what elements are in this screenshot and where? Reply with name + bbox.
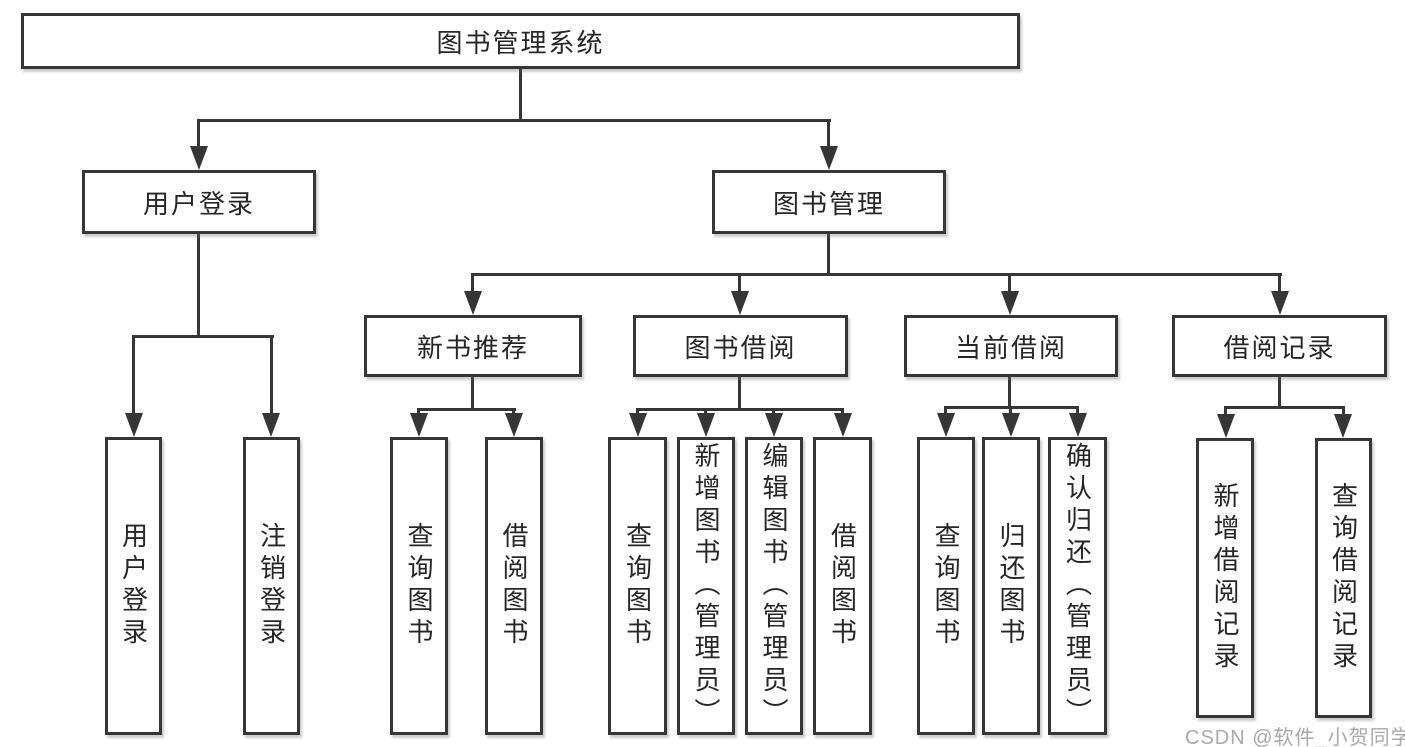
connector-line [841, 408, 844, 417]
connector-line [1008, 273, 1011, 295]
node-borrowing-records: 借阅记录 [1172, 315, 1387, 377]
connector-line [471, 273, 1282, 276]
arrowhead-down-icon [820, 146, 838, 170]
csdn-watermark: CSDN @软件_小贺同学 [1185, 727, 1405, 747]
arrowhead-down-icon [629, 413, 647, 437]
connector-line [512, 408, 515, 417]
connector-line [132, 335, 274, 338]
arrowhead-down-icon [190, 146, 208, 170]
connector-line [197, 233, 200, 335]
leaf-query-books-borrowing: 查询图书 [608, 437, 667, 735]
leaf-edit-book-admin: 编辑图书（管理员） [745, 437, 803, 735]
connector-line [636, 408, 844, 411]
connector-line [197, 119, 200, 152]
leaf-borrow-books: 借阅图书 [813, 437, 872, 735]
node-current-borrowing: 当前借阅 [904, 315, 1118, 377]
connector-line [1224, 406, 1345, 409]
leaf-return-books: 归还图书 [982, 437, 1040, 735]
connector-line [471, 377, 474, 408]
connector-line [1278, 273, 1281, 295]
leaf-add-borrow-record: 新增借阅记录 [1196, 438, 1254, 718]
arrowhead-down-icon [1271, 291, 1289, 315]
arrowhead-down-icon [834, 413, 852, 437]
connector-line [1008, 377, 1011, 406]
leaf-logout: 注销登录 [243, 437, 300, 735]
node-user-login: 用户登录 [82, 170, 316, 234]
connector-line [270, 335, 273, 421]
connector-line [827, 233, 830, 273]
arrowhead-down-icon [1002, 413, 1020, 437]
connector-line [738, 377, 741, 408]
connector-line [738, 273, 741, 295]
arrowhead-down-icon [937, 413, 955, 437]
arrowhead-down-icon [464, 291, 482, 315]
node-library-management-system: 图书管理系统 [21, 13, 1020, 69]
connector-line [471, 273, 474, 295]
connector-line [417, 408, 420, 417]
connector-line [704, 408, 707, 417]
arrowhead-down-icon [125, 413, 143, 437]
leaf-confirm-return-admin: 确认归还（管理员） [1048, 437, 1107, 735]
arrowhead-down-icon [410, 413, 428, 437]
connector-line [417, 408, 516, 411]
connector-line [519, 69, 522, 119]
connector-line [772, 408, 775, 417]
connector-line [944, 406, 947, 417]
arrowhead-down-icon [765, 413, 783, 437]
arrowhead-down-icon [262, 413, 280, 437]
node-new-book-recommendation: 新书推荐 [364, 315, 582, 377]
arrowhead-down-icon [1217, 414, 1235, 438]
connector-line [1076, 406, 1079, 417]
arrowhead-down-icon [505, 413, 523, 437]
leaf-borrow-books-recommend: 借阅图书 [485, 437, 543, 735]
arrowhead-down-icon [1001, 291, 1019, 315]
node-book-management: 图书管理 [712, 170, 946, 234]
leaf-query-books-recommend: 查询图书 [390, 437, 448, 735]
connector-line [1278, 377, 1281, 406]
arrowhead-down-icon [731, 291, 749, 315]
leaf-query-borrow-record: 查询借阅记录 [1315, 438, 1372, 718]
arrowhead-down-icon [1069, 413, 1087, 437]
leaf-add-book-admin: 新增图书（管理员） [677, 437, 735, 735]
connector-line [1342, 406, 1345, 416]
connector-line [636, 408, 639, 417]
connector-line [1009, 406, 1012, 417]
node-book-borrowing: 图书借阅 [633, 315, 848, 377]
connector-line [132, 335, 135, 421]
arrowhead-down-icon [1334, 414, 1352, 438]
leaf-query-books-current: 查询图书 [917, 437, 975, 735]
arrowhead-down-icon [697, 413, 715, 437]
leaf-user-login: 用户登录 [105, 437, 162, 735]
connector-line [1224, 406, 1227, 416]
connector-line [197, 119, 831, 122]
connector-line [827, 119, 830, 152]
